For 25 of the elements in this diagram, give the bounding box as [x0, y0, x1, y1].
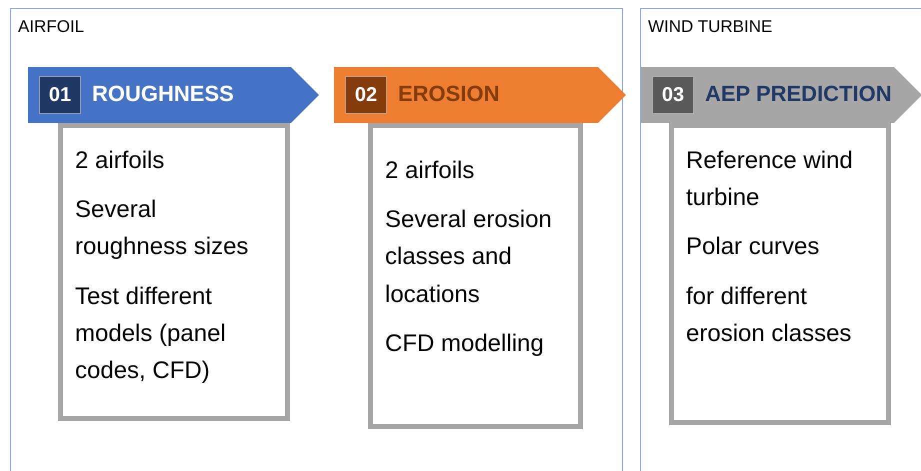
card-text: for different erosion classes	[686, 282, 852, 349]
number-badge: 01	[39, 76, 81, 114]
card-text: Several erosion classes and locations	[385, 205, 553, 310]
card-text: 2 airfoils	[385, 156, 476, 186]
panel-title: AIRFOIL	[18, 17, 84, 37]
card-text: Test different models (panel codes, CFD)	[75, 282, 227, 386]
card-text: Polar curves	[686, 232, 820, 262]
panel	[10, 8, 623, 471]
number-badge: 02	[345, 76, 387, 114]
card-text: 2 airfoils	[75, 146, 166, 176]
chevron-banner	[641, 67, 921, 123]
content-card	[58, 123, 290, 421]
panel-title: WIND TURBINE	[648, 17, 772, 37]
chevron-banner	[334, 67, 626, 123]
card-text: Several roughness sizes	[75, 195, 250, 262]
content-card	[368, 123, 583, 429]
panel	[640, 8, 921, 471]
chevron-banner	[28, 67, 319, 123]
number-badge: 03	[652, 76, 694, 114]
step-title: ROUGHNESS	[92, 81, 234, 107]
content-card	[669, 123, 891, 425]
step-title: EROSION	[398, 81, 500, 107]
step-title: AEP PREDICTION	[705, 81, 892, 107]
card-text: CFD modelling	[385, 328, 545, 359]
card-text: Reference wind turbine	[686, 146, 854, 214]
